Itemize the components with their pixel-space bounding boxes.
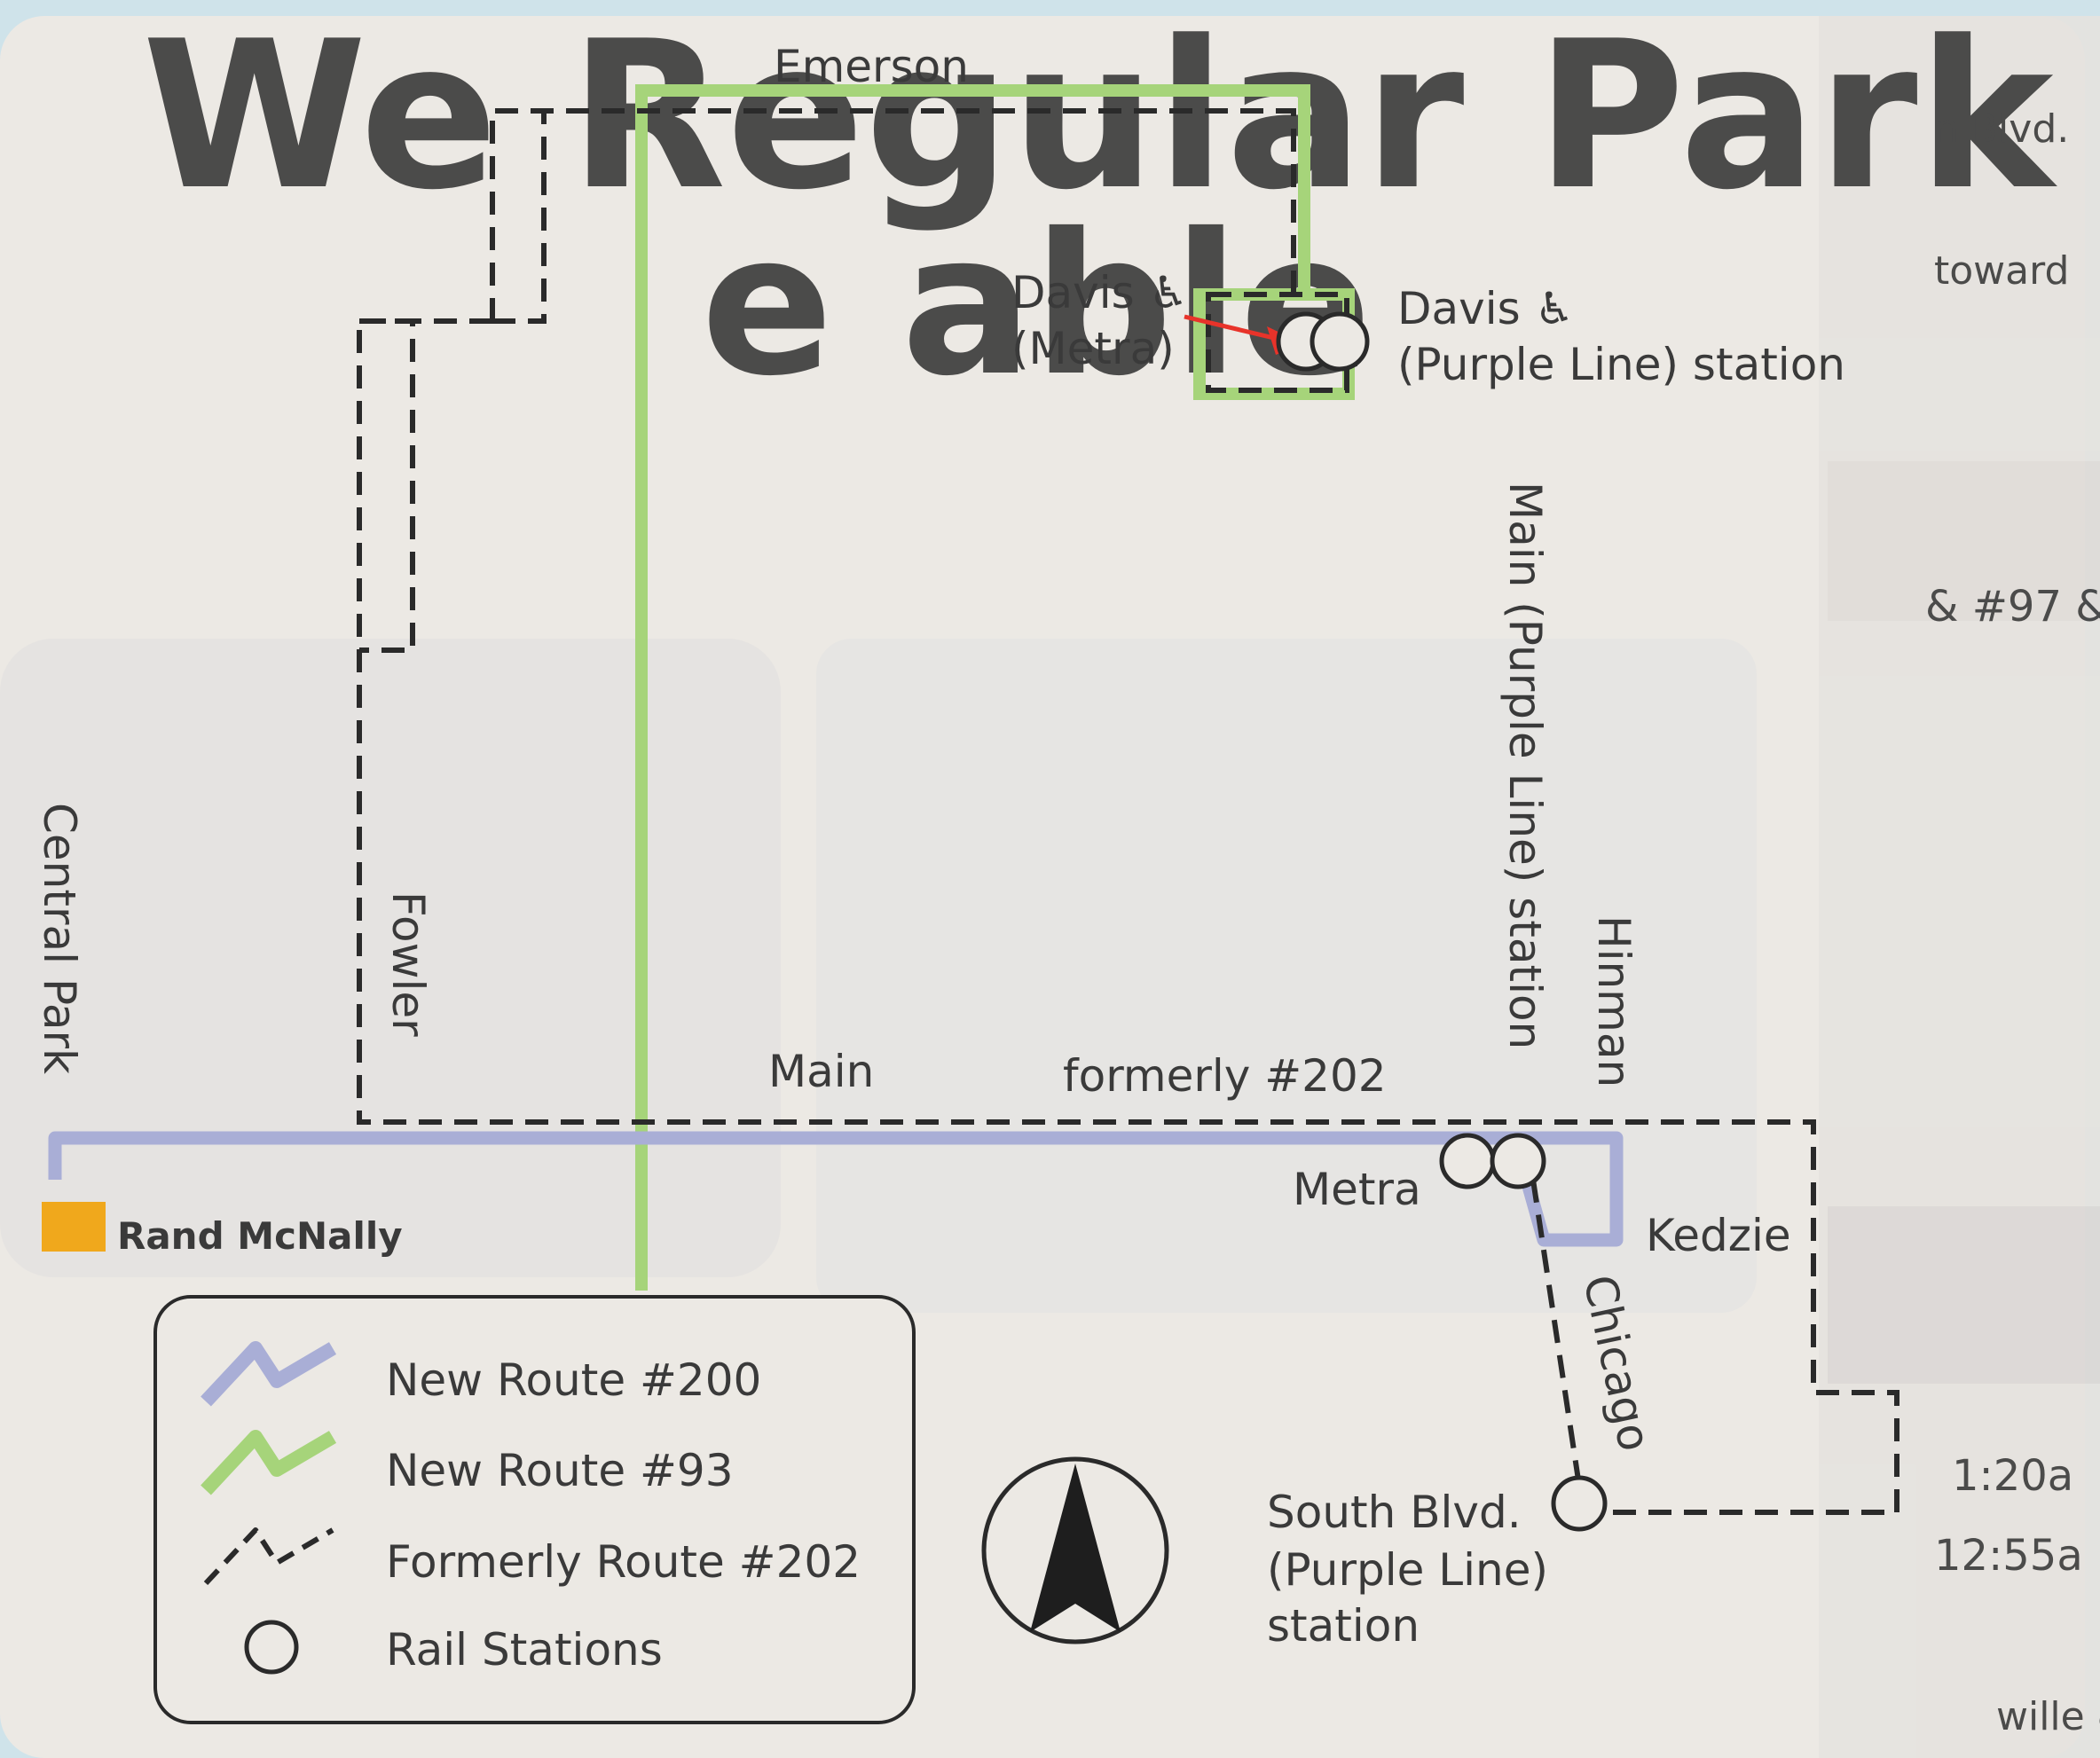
legend-label-route-200: New Route #200 — [386, 1354, 761, 1406]
south-blvd-station-icon[interactable] — [1551, 1475, 1608, 1532]
street-label-emerson: Emerson — [774, 41, 969, 92]
station-label-south-blvd-3: station — [1267, 1600, 1420, 1652]
faded-right-text-3: & #97 & — [1925, 582, 2100, 632]
station-label-metra: Metra — [1293, 1164, 1421, 1215]
legend-label-rail-stations: Rail Stations — [386, 1624, 663, 1676]
street-label-fowler: Fowler — [382, 891, 434, 1037]
dashed-route-icon — [203, 1527, 334, 1586]
legend-label-route-202: Formerly Route #202 — [386, 1536, 861, 1588]
faded-right-text-5: 12:55a — [1934, 1531, 2083, 1581]
station-label-davis-metra-2: (Metra) — [1011, 323, 1175, 374]
rail-station-icon — [244, 1620, 299, 1675]
faded-title-1: We Regular Park — [142, 0, 2058, 235]
rand-mcnally-marker-icon — [42, 1202, 106, 1252]
metra-main-station-icon[interactable] — [1439, 1133, 1496, 1189]
legend: New Route #200 New Route #93 Formerly Ro… — [153, 1295, 916, 1724]
north-arrow-icon — [981, 1456, 1169, 1644]
legend-label-route-93: New Route #93 — [386, 1445, 734, 1496]
station-label-main-purple: Main (Purple Line) station — [1499, 482, 1551, 1049]
rail-stations — [1276, 311, 1608, 1532]
purple-route-icon — [201, 1341, 337, 1407]
street-label-kedzie: Kedzie — [1646, 1210, 1791, 1261]
street-label-main: Main — [768, 1046, 874, 1097]
faded-right-text-2: toward — [1934, 248, 2069, 294]
green-route-icon — [201, 1430, 337, 1495]
station-label-davis-purple-1: Davis ♿ — [1397, 283, 1574, 334]
street-label-central-park: Central Park — [34, 803, 85, 1074]
faded-right-text-6: wille & — [1996, 1694, 2100, 1739]
station-label-davis-metra-1: Davis ♿ — [1011, 267, 1188, 318]
rand-mcnally-label: Rand McNally — [117, 1214, 403, 1258]
street-label-hinman: Hinman — [1588, 915, 1640, 1087]
station-label-south-blvd-1: South Blvd. — [1267, 1487, 1522, 1538]
street-label-formerly-202: formerly #202 — [1063, 1050, 1387, 1102]
davis-purple-station-icon[interactable] — [1310, 311, 1370, 372]
station-label-davis-purple-2: (Purple Line) station — [1397, 339, 1845, 390]
faded-right-text-4: 1:20a — [1952, 1451, 2073, 1501]
legend-box — [153, 1295, 916, 1724]
route-202-dashed-line — [357, 108, 1899, 1515]
main-purple-station-icon[interactable] — [1490, 1133, 1546, 1189]
faded-title-2: e able — [701, 192, 1372, 419]
station-label-south-blvd-2: (Purple Line) — [1267, 1544, 1548, 1596]
faded-right-text-1: n Blvd. — [1934, 106, 2069, 152]
